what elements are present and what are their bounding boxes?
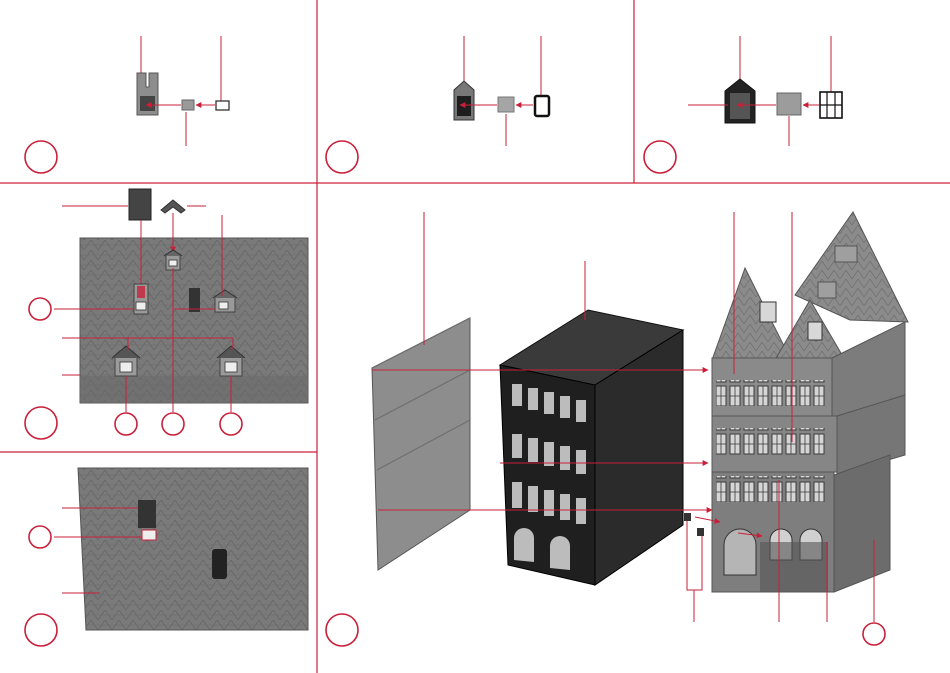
step-circle-icon[interactable] (25, 141, 57, 173)
step-b-panel (326, 36, 549, 173)
step-d-panel (25, 189, 308, 439)
side-wall-panel (372, 318, 470, 570)
large-gable-pane (777, 93, 801, 115)
large-gable-frame (820, 92, 842, 118)
dormer (134, 284, 148, 314)
interior-frame (500, 310, 683, 585)
chimney (189, 288, 200, 312)
step-circle-icon[interactable] (29, 298, 51, 320)
gable-window-frame (535, 96, 549, 116)
step-circle-icon[interactable] (326, 141, 358, 173)
dormer-front-part (137, 73, 158, 115)
step-a-panel (25, 36, 229, 173)
step-circle-icon[interactable] (25, 407, 57, 439)
step-circle-icon[interactable] (162, 413, 184, 435)
assembled-house (712, 212, 908, 592)
step-circle-icon[interactable] (326, 614, 358, 646)
step-circle-icon[interactable] (644, 141, 676, 173)
step-e-panel (25, 468, 308, 646)
step-circle-icon[interactable] (29, 526, 51, 548)
step-circle-icon[interactable] (25, 614, 57, 646)
chimney-part (129, 189, 151, 220)
gable-window-pane (498, 97, 514, 112)
step-circle-icon[interactable] (220, 413, 242, 435)
step-circle-icon[interactable] (115, 413, 137, 435)
dormer-window-pane (182, 100, 194, 110)
step-f-panel (326, 212, 908, 646)
dormer-window-frame (216, 101, 229, 110)
ridge-cap-part (161, 200, 185, 213)
step-circle-icon[interactable] (863, 623, 885, 645)
roof-panel-rear (78, 468, 308, 630)
step-c-panel (644, 36, 842, 173)
chimney-rear (212, 549, 227, 579)
